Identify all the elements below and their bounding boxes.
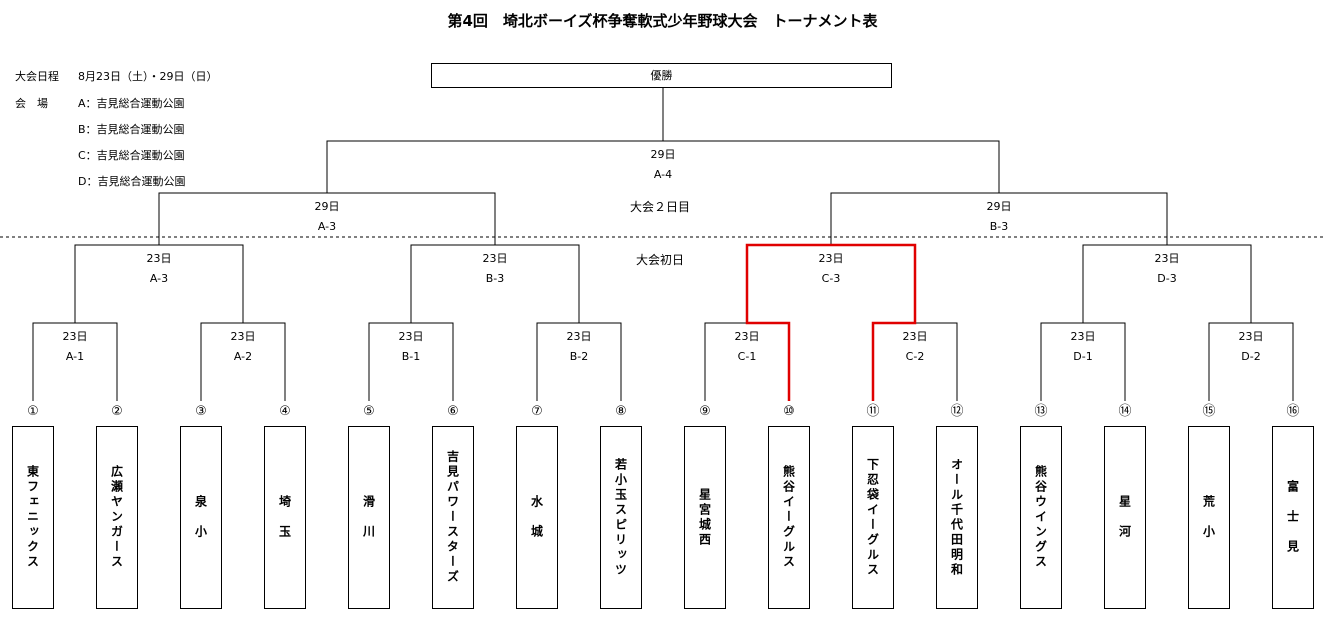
match-date-label: 23日 [62,330,88,343]
team-name: 水 城 [529,495,544,540]
venue-b: B：吉見総合運動公園 [78,123,185,136]
team-box: 若小玉スピリッツ [600,426,642,609]
venue-label: 会 場 [15,97,48,110]
team-name: 東フェニックス [25,465,40,570]
team-box: 滑 川 [348,426,390,609]
match-date-label: 29日 [650,148,676,161]
match-date-label: 23日 [398,330,424,343]
team-seed-number: ⑤ [363,404,375,419]
venue-a: A：吉見総合運動公園 [78,97,185,110]
schedule-label: 大会日程 [15,70,59,83]
team-name: 吉見パワースターズ [445,450,460,585]
team-name: 熊谷イーグルス [781,465,796,570]
match-code-label: D-3 [1157,272,1177,285]
team-name: 埼 玉 [277,495,292,540]
team-box: 吉見パワースターズ [432,426,474,609]
team-name: 荒 小 [1201,495,1216,540]
team-seed-number: ④ [279,404,291,419]
team-name: オール千代田明和 [949,457,964,578]
team-name: 広瀬ヤンガース [109,465,124,570]
team-seed-number: ⑬ [1034,404,1048,419]
team-box: オール千代田明和 [936,426,978,609]
day2-note: 大会２日目 [630,200,691,214]
match-date-label: 23日 [566,330,592,343]
team-box: 熊谷ウイングス [1020,426,1062,609]
team-name: 星宮城西 [697,487,712,548]
match-code-label: C-2 [905,350,925,363]
match-date-label: 23日 [818,252,844,265]
team-box: 埼 玉 [264,426,306,609]
team-box: 東フェニックス [12,426,54,609]
team-box: 下忍袋イーグルス [852,426,894,609]
match-date-label: 23日 [1238,330,1264,343]
team-seed-number: ⑮ [1202,404,1216,419]
winner-path-left [745,243,831,401]
team-seed-number: ③ [195,404,207,419]
match-code-label: B-3 [989,220,1009,233]
schedule-value: 8月23日（土）・29日（日） [78,70,218,83]
team-seed-number: ⑫ [950,404,964,419]
team-seed-number: ② [111,404,123,419]
team-box: 広瀬ヤンガース [96,426,138,609]
team-seed-number: ⑦ [531,404,543,419]
match-date-label: 23日 [902,330,928,343]
team-seed-number: ⑧ [615,404,627,419]
match-code-label: D-1 [1073,350,1093,363]
bracket-connectors [32,88,1294,401]
match-code-label: D-2 [1241,350,1261,363]
winner-path-right [831,243,917,401]
team-box: 富 士 見 [1272,426,1314,609]
team-box: 星 河 [1104,426,1146,609]
venue-d: D：吉見総合運動公園 [78,175,186,188]
team-box: 星宮城西 [684,426,726,609]
team-seed-number: ⑥ [447,404,459,419]
team-name: 下忍袋イーグルス [865,457,880,578]
team-box: 泉 小 [180,426,222,609]
team-box: 荒 小 [1188,426,1230,609]
team-name: 星 河 [1117,495,1132,540]
match-code-label: C-1 [737,350,757,363]
team-box: 熊谷イーグルス [768,426,810,609]
team-seed-number: ⑪ [866,404,880,419]
team-name: 滑 川 [361,495,376,540]
team-name: 泉 小 [193,495,208,540]
team-seed-number: ① [27,404,39,419]
page-title: 第4回 埼北ボーイズ杯争奪軟式少年野球大会 トーナメント表 [447,12,878,30]
team-name: 熊谷ウイングス [1033,465,1048,570]
match-code-label: A-3 [149,272,169,285]
match-code-label: B-2 [569,350,589,363]
match-date-label: 23日 [1070,330,1096,343]
team-seed-number: ⑨ [699,404,711,419]
team-seed-number: ⑯ [1286,404,1300,419]
match-date-label: 23日 [482,252,508,265]
venue-c: C：吉見総合運動公園 [78,149,185,162]
match-date-label: 29日 [314,200,340,213]
match-code-label: B-1 [401,350,421,363]
team-seed-number: ⑭ [1118,404,1132,419]
match-code-label: A-3 [317,220,337,233]
match-date-label: 29日 [986,200,1012,213]
day1-note: 大会初日 [636,253,685,267]
match-code-label: B-3 [485,272,505,285]
team-name: 富 士 見 [1285,480,1300,555]
team-name: 若小玉スピリッツ [613,457,628,578]
match-code-label: A-4 [653,168,673,181]
match-date-label: 23日 [734,330,760,343]
match-code-label: A-2 [233,350,253,363]
team-box: 水 城 [516,426,558,609]
match-date-label: 23日 [230,330,256,343]
winner-path [745,243,917,401]
match-date-label: 23日 [1154,252,1180,265]
champion-box: 優勝 [431,63,892,88]
match-code-label: A-1 [65,350,85,363]
match-code-label: C-3 [821,272,841,285]
match-date-label: 23日 [146,252,172,265]
team-seed-number: ⑩ [783,404,795,419]
